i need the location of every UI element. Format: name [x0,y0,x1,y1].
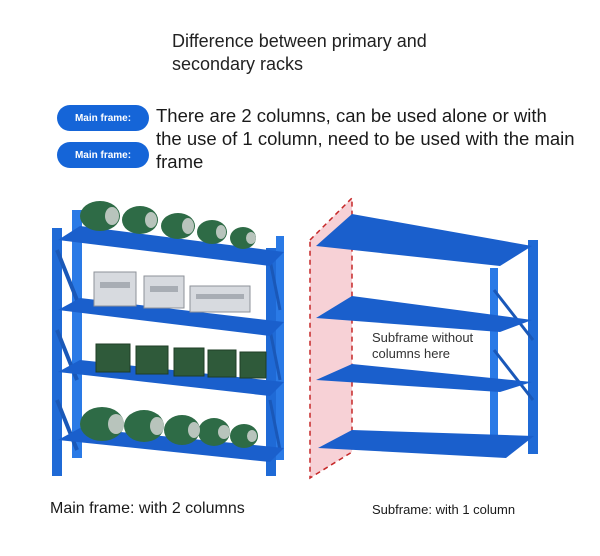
subframe-rack-illustration [309,196,538,480]
main-frame-badge: Main frame: [57,105,149,131]
main-frame-badge-secondary: Main frame: [57,142,149,168]
subframe-note: Subframe without columns here [372,330,474,361]
main-frame-caption: Main frame: with 2 columns [50,500,245,517]
page-heading: Difference between primary and secondary… [172,31,427,74]
subframe-caption: Subframe: with 1 column [372,502,516,517]
description-text: There are 2 columns, can be used alone o… [156,105,575,172]
main-frame-rack-illustration [52,201,284,476]
